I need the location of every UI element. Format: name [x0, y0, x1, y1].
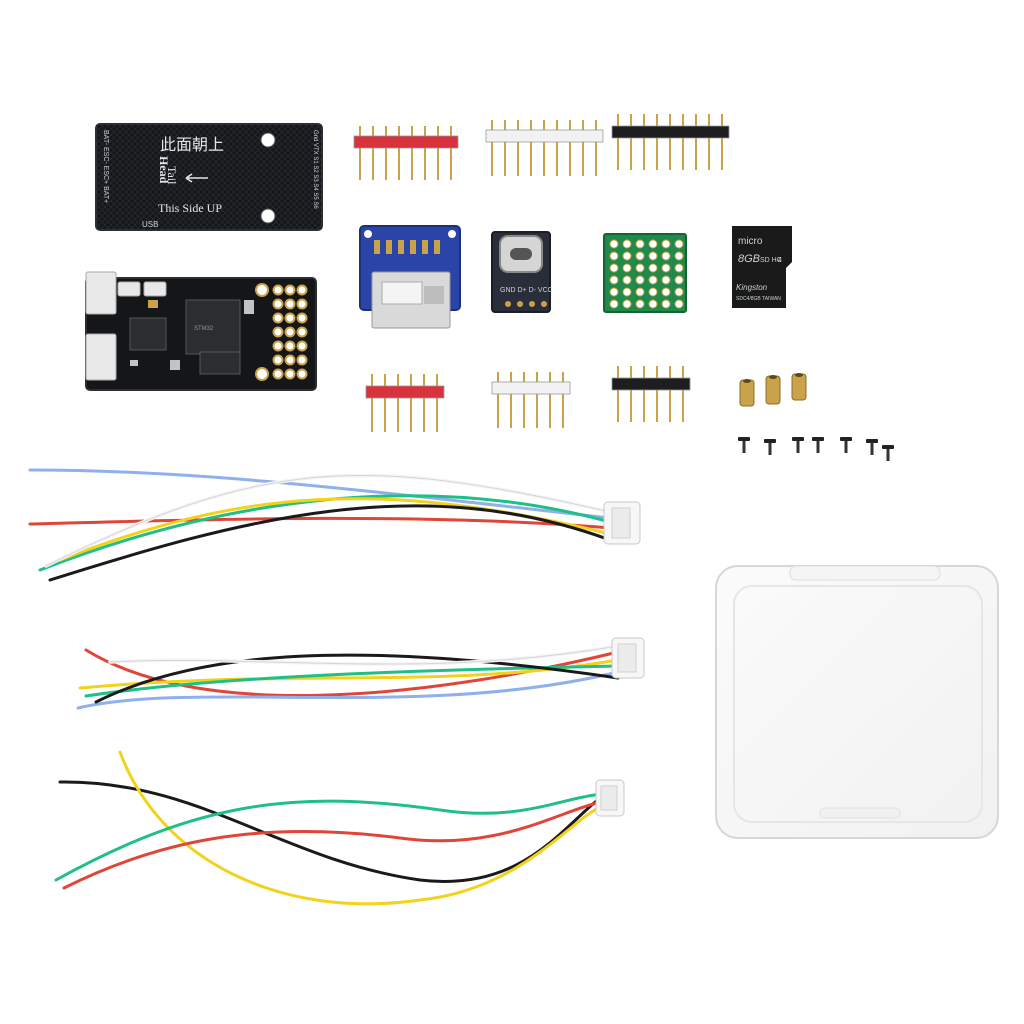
sd-micro-label: micro [738, 236, 763, 247]
connector-bottom [595, 779, 625, 817]
board-left-pins-label: BAT- ESC- ESC+ BAT+ [102, 130, 109, 203]
screws [738, 437, 894, 461]
wire-harness-6pin-top [28, 468, 612, 582]
board-head-label: Head [157, 156, 171, 184]
board-tail-label: Tail [165, 166, 179, 185]
sd-origin-label: SDC4/8GB TAIWAN [736, 296, 781, 302]
board-usb-label: USB [142, 220, 158, 229]
board-chinese-label: 此面朝上 [160, 136, 224, 154]
sd-card-module [359, 225, 461, 329]
board-side-label: This Side UP [158, 201, 222, 215]
wire-harness-6pin-middle [76, 644, 620, 710]
usb-c-module: GND D+ D- VCC [491, 231, 553, 313]
micro-sd-card: micro 8GB SD HC 4 Kingston SDC4/8GB TAIW… [732, 226, 792, 308]
sd-size-label: 8GB [738, 253, 760, 265]
flight-controller-board: STM32 [85, 271, 317, 391]
wire-harness-4pin-bottom [54, 750, 604, 906]
cover-pcb: 此面朝上 Tail Head This Side UP USB BAT- ESC… [95, 123, 323, 231]
sd-hc-label: SD HC [760, 257, 782, 264]
clear-plastic-box [715, 565, 999, 839]
brass-standoffs [739, 373, 807, 407]
usbc-pins-label: GND D+ D- VCC [500, 287, 553, 294]
svg-text:STM32: STM32 [194, 326, 214, 332]
connector-top [603, 501, 641, 545]
arrow-left-icon [185, 173, 208, 183]
solder-pad-grid [272, 284, 308, 380]
perf-board [603, 233, 687, 313]
connector-middle [611, 637, 645, 679]
board-right-pins-label: Gnd VTX S1 S2 S3 S4 S5 S6 [312, 130, 318, 209]
sd-brand-label: Kingston [736, 283, 768, 292]
sd-class-label: 4 [778, 257, 782, 264]
pin-headers [353, 114, 730, 432]
